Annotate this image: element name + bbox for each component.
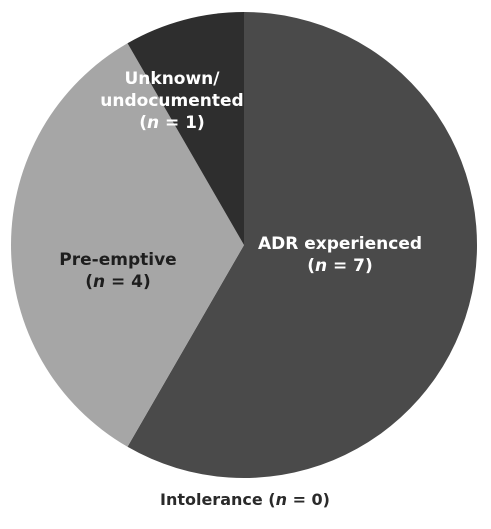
pie-slice-adr-experienced <box>127 12 478 478</box>
slice-label-adr-experienced: ADR experienced(n = 7) <box>258 234 422 276</box>
slice-label-pre-emptive: Pre-emptive(n = 4) <box>59 250 176 292</box>
pie-slices <box>11 12 478 478</box>
pie-slice-unknown-undocumented <box>127 12 244 245</box>
slice-label-intolerance: Intolerance (n = 0) <box>160 490 330 509</box>
pie-slice-pre-emptive <box>11 43 245 447</box>
slice-label-unknown-undocumented: Unknown/undocumented(n = 1) <box>100 69 243 133</box>
pie-labels: ADR experienced(n = 7) Pre-emptive(n = 4)… <box>59 69 422 509</box>
